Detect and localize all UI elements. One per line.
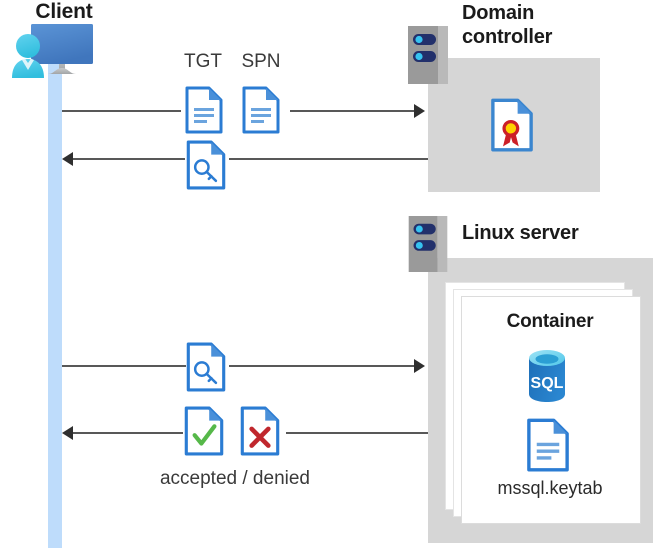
flow-4-line-right	[286, 432, 429, 434]
linux-server-title: Linux server	[462, 222, 579, 244]
tgt-caption: TGT	[184, 51, 222, 72]
domain-controller-server-rack-icon	[408, 26, 448, 89]
client-lifeline	[48, 62, 62, 548]
ticket-key-document-icon-2	[186, 342, 226, 397]
tgt-document-icon	[185, 86, 223, 139]
certificate-document-icon	[490, 98, 534, 157]
flow-3-line-right	[229, 365, 414, 367]
spn-caption: SPN	[241, 51, 281, 72]
accepted-denied-caption: accepted / denied	[159, 468, 310, 489]
flow-1-line-right	[290, 110, 414, 112]
denied-cross-document-icon	[240, 406, 280, 461]
spn-document-icon	[242, 86, 280, 139]
flow-4-line-left	[73, 432, 183, 434]
container-title: Container	[506, 311, 594, 332]
sql-database-icon: SQL	[522, 348, 572, 409]
keytab-document-icon	[526, 418, 570, 477]
domain-controller-title-line2: controller	[462, 25, 553, 48]
flow-3-line-left	[62, 365, 186, 367]
client-computer-user-icon	[10, 22, 110, 84]
domain-controller-title: Domain controller	[462, 2, 652, 49]
domain-controller-title-line1: Domain	[462, 2, 535, 24]
linux-server-server-rack-icon	[408, 216, 448, 277]
flow-2-arrowhead	[62, 152, 73, 166]
flow-3-arrowhead	[414, 359, 425, 373]
accepted-check-document-icon	[184, 406, 224, 461]
flow-1-arrowhead	[414, 104, 425, 118]
flow-2-line-left	[73, 158, 185, 160]
keytab-filename-label: mssql.keytab	[497, 478, 603, 498]
client-label: Client	[35, 0, 93, 23]
container-card-front	[461, 296, 641, 524]
svg-text:SQL: SQL	[531, 375, 564, 392]
flow-1-line-left	[62, 110, 181, 112]
flow-2-line-right	[229, 158, 429, 160]
ticket-key-document-icon-1	[186, 140, 226, 195]
flow-4-arrowhead	[62, 426, 73, 440]
